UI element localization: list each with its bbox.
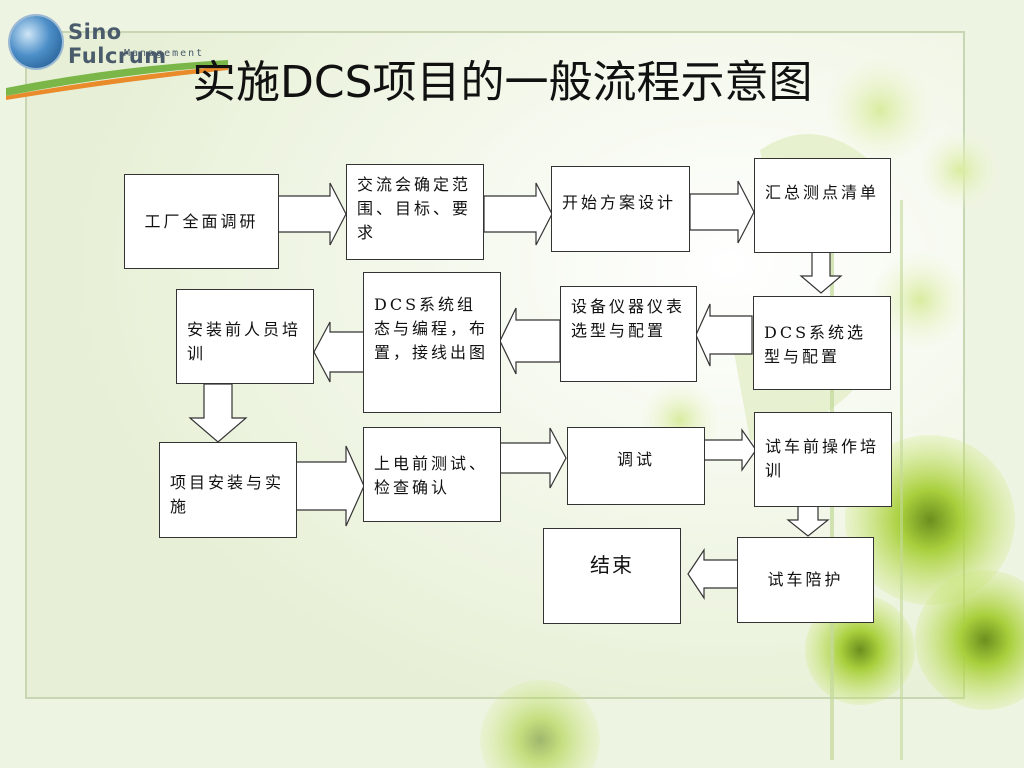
- step-instrument-selection: 设备仪器仪表选型与配置: [560, 286, 697, 382]
- step-label: 开始方案设计: [562, 193, 677, 212]
- step-factory-survey: 工厂全面调研: [124, 174, 279, 269]
- arrow-down-2: [188, 383, 248, 443]
- arrow-right-2: [483, 182, 553, 246]
- step-label: 设备仪器仪表选型与配置: [571, 297, 686, 340]
- logo-sub-text: Management: [124, 48, 205, 59]
- step-pre-install-training: 安装前人员培训: [176, 289, 314, 384]
- step-installation: 项目安装与实施: [159, 442, 297, 538]
- globe-icon: [10, 16, 62, 68]
- arrow-left-1: [695, 303, 753, 367]
- page-title: 实施DCS项目的一般流程示意图: [192, 57, 813, 108]
- logo-swoosh: [6, 60, 228, 100]
- arrow-right-6: [703, 428, 757, 472]
- arrow-left-3: [313, 321, 365, 383]
- step-label: 安装前人员培训: [187, 320, 302, 363]
- step-label: 结束: [590, 553, 634, 577]
- step-label: DCS系统选型与配置: [764, 323, 867, 366]
- arrow-right-1: [277, 182, 347, 246]
- arrow-right-3: [689, 180, 755, 244]
- step-label: 汇总测点清单: [765, 183, 880, 202]
- arrow-right-4: [295, 445, 365, 527]
- step-commissioning: 调试: [567, 427, 705, 505]
- arrow-down-1: [799, 251, 843, 294]
- arrow-left-4: [687, 548, 739, 600]
- step-label: 交流会确定范围、目标、要求: [357, 175, 472, 242]
- step-label: 上电前测试、检查确认: [374, 454, 489, 497]
- step-trial-training: 试车前操作培训: [754, 412, 892, 507]
- step-end: 结束: [543, 528, 681, 624]
- step-kickoff-meeting: 交流会确定范围、目标、要求: [346, 164, 484, 260]
- step-label: 试车陪护: [767, 570, 844, 589]
- step-dcs-configuration: DCS系统组态与编程，布置，接线出图: [363, 272, 501, 413]
- step-dcs-selection: DCS系统选型与配置: [753, 296, 891, 390]
- arrow-right-5: [499, 427, 567, 489]
- logo-brand-text: Sino Fulcrum: [68, 20, 167, 68]
- step-scheme-design: 开始方案设计: [551, 166, 690, 252]
- step-trial-support: 试车陪护: [737, 537, 874, 623]
- step-point-list: 汇总测点清单: [754, 158, 891, 253]
- step-label: 项目安装与实施: [170, 473, 285, 516]
- step-label: DCS系统组态与编程，布置，接线出图: [374, 295, 489, 362]
- arrow-left-2: [499, 307, 561, 375]
- step-label: 试车前操作培训: [765, 437, 880, 480]
- step-power-on-check: 上电前测试、检查确认: [363, 427, 501, 522]
- step-label: 工厂全面调研: [144, 211, 259, 231]
- step-label: 调试: [616, 450, 655, 469]
- company-logo: Sino Fulcrum Management: [6, 10, 228, 100]
- arrow-down-3: [786, 504, 830, 537]
